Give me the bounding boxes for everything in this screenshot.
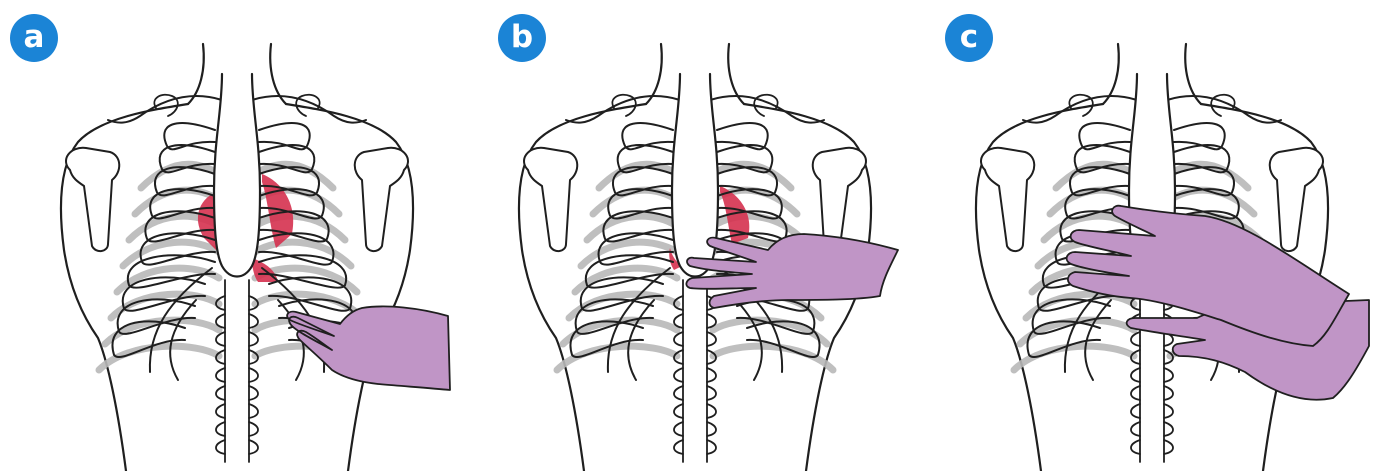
vertebra-right — [249, 440, 258, 454]
vertebra-left — [1131, 386, 1140, 400]
back-rib-left — [99, 346, 219, 370]
vertebra-left — [1131, 404, 1140, 418]
vertebra-left — [1131, 440, 1140, 454]
hand — [287, 306, 450, 390]
panel-a: a — [0, 0, 458, 471]
vertebra-left — [674, 386, 683, 400]
upper-arm-left — [981, 148, 1034, 251]
vertebra-right — [707, 368, 716, 382]
clavicle-left — [108, 96, 222, 122]
back-rib-left — [117, 268, 219, 292]
vertebra-right — [1164, 386, 1173, 400]
panel-c: c — [915, 0, 1373, 471]
hand-illustration — [686, 234, 898, 308]
back-rib-left — [575, 268, 677, 292]
vertebra-right — [249, 368, 258, 382]
vertebra-left — [674, 422, 683, 436]
vertebra-right — [249, 386, 258, 400]
vertebra-left — [216, 386, 225, 400]
hand — [686, 234, 898, 308]
vertebra-left — [674, 332, 683, 346]
clavicle-right — [252, 96, 366, 122]
upper-arm-left — [524, 148, 577, 251]
clavicle-right — [710, 96, 824, 122]
back-rib-left — [1014, 346, 1134, 370]
vertebra-right — [249, 332, 258, 346]
vertebra-right — [707, 440, 716, 454]
vertebra-left — [674, 368, 683, 382]
upper-arm-right — [1270, 148, 1323, 251]
vertebra-left — [1131, 332, 1140, 346]
neck-right — [270, 44, 286, 104]
neck-left — [1103, 44, 1119, 104]
vertebra-left — [674, 404, 683, 418]
neck-left — [188, 44, 204, 104]
neck-left — [646, 44, 662, 104]
vertebra-right — [249, 422, 258, 436]
clavicle-right — [1167, 96, 1281, 122]
vertebra-right — [1164, 422, 1173, 436]
vertebra-right — [707, 404, 716, 418]
back-rib-left — [557, 346, 677, 370]
vertebra-left — [216, 368, 225, 382]
vertebra-left — [216, 332, 225, 346]
vertebra-right — [1164, 368, 1173, 382]
neck-right — [1185, 44, 1201, 104]
vertebra-right — [707, 314, 716, 328]
clavicle-left — [1023, 96, 1137, 122]
vertebra-left — [674, 314, 683, 328]
vertebra-right — [707, 386, 716, 400]
vertebra-right — [707, 422, 716, 436]
back-rib-right — [713, 346, 833, 370]
hand-illustration — [287, 306, 450, 390]
upper-arm-left — [66, 148, 119, 251]
vertebra-right — [249, 314, 258, 328]
neck-right — [728, 44, 744, 104]
vertebra-right — [1164, 440, 1173, 454]
vertebra-left — [216, 314, 225, 328]
vertebra-left — [216, 440, 225, 454]
vertebra-left — [216, 404, 225, 418]
vertebra-left — [216, 422, 225, 436]
panel-b: b — [458, 0, 916, 471]
upper-arm-right — [355, 148, 408, 251]
sternum — [214, 74, 260, 277]
vertebra-right — [249, 404, 258, 418]
vertebra-left — [674, 440, 683, 454]
vertebra-right — [707, 332, 716, 346]
clavicle-left — [566, 96, 680, 122]
vertebra-left — [1131, 368, 1140, 382]
vertebra-left — [1131, 422, 1140, 436]
hand-illustration — [1067, 206, 1369, 400]
vertebra-right — [1164, 404, 1173, 418]
